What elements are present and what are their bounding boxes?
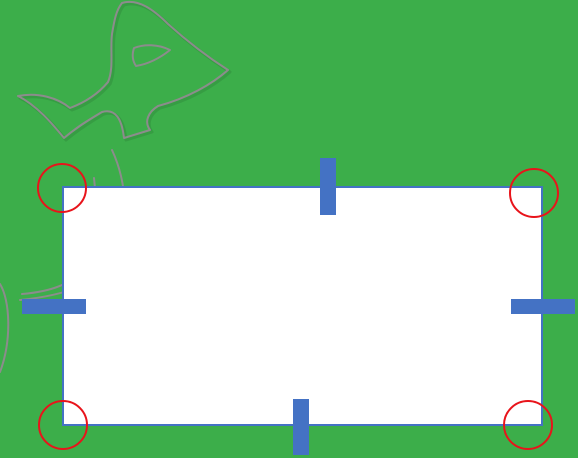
- main-rectangle[interactable]: [63, 187, 542, 425]
- top-resize-handle[interactable]: [320, 158, 336, 215]
- left-resize-handle[interactable]: [22, 299, 86, 314]
- right-resize-handle[interactable]: [511, 299, 575, 314]
- bottom-resize-handle[interactable]: [293, 399, 309, 455]
